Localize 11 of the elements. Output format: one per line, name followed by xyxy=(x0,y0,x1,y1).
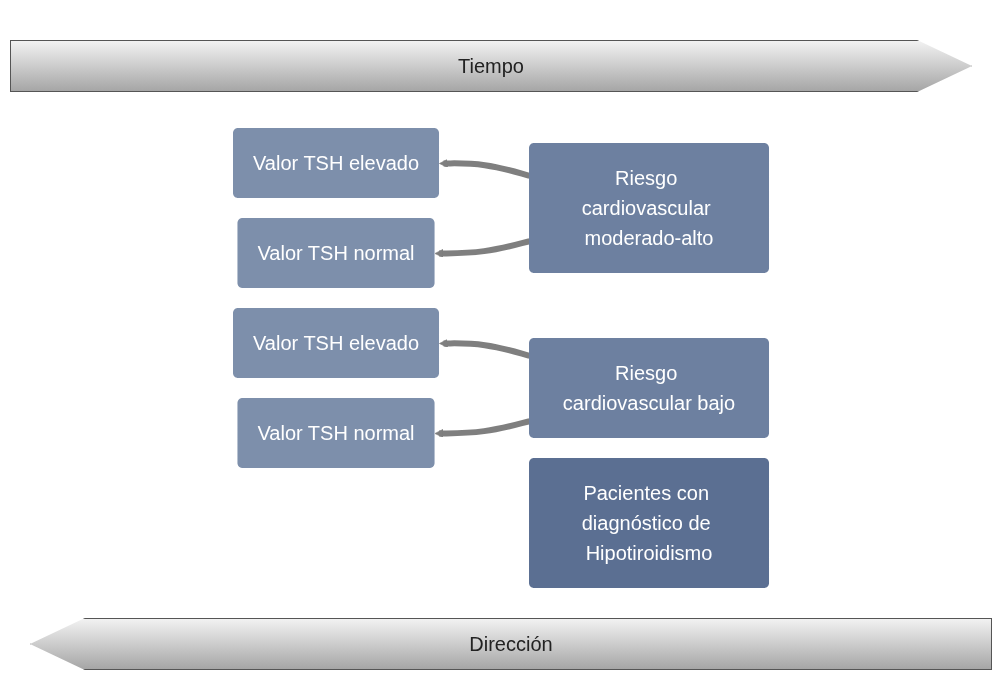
node-box: Valor TSH normal xyxy=(237,217,435,288)
arrow xyxy=(439,158,531,179)
arrow xyxy=(434,417,531,438)
arrow xyxy=(439,338,531,359)
arrow xyxy=(434,237,531,258)
node-box: Valor TSH elevado xyxy=(233,127,439,198)
node-box: Valor TSH normal xyxy=(237,397,435,468)
node-box: Valor TSH elevado xyxy=(233,307,439,378)
node-box: Pacientes con diagnóstico de Hipotiroidismo xyxy=(529,457,769,588)
node-box: Riesgo cardiovascular bajo xyxy=(529,337,769,438)
node-box: Riesgo cardiovascular moderado-alto xyxy=(529,142,769,273)
